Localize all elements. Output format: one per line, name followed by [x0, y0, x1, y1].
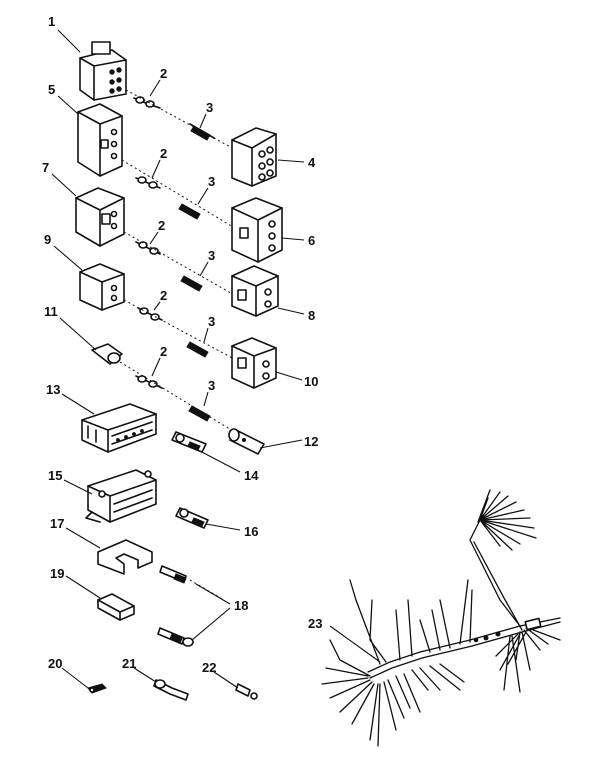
callout-8: 8 — [308, 308, 315, 323]
part-17-bracket — [97, 539, 153, 575]
part-22-ring-terminal — [235, 683, 258, 700]
callout-2: 2 — [160, 288, 167, 303]
callout-3: 3 — [208, 314, 215, 329]
callout-15: 15 — [48, 468, 62, 483]
part-3-socket-row2 — [178, 203, 201, 220]
callout-19: 19 — [50, 566, 64, 581]
callout-2: 2 — [160, 344, 167, 359]
callout-12: 12 — [304, 434, 318, 449]
callout-9: 9 — [44, 232, 51, 247]
part-1-connector — [79, 41, 127, 101]
part-2-pin-row1 — [133, 96, 161, 109]
callout-3: 3 — [208, 378, 215, 393]
callout-13: 13 — [46, 382, 60, 397]
assembly-line-row4 — [123, 299, 237, 361]
part-9-connector — [79, 263, 125, 311]
callout-5: 5 — [48, 82, 55, 97]
callout-23: 23 — [308, 616, 322, 631]
callout-2: 2 — [158, 218, 165, 233]
callout-18: 18 — [234, 598, 248, 613]
part-6-connector — [231, 197, 283, 263]
callout-3: 3 — [208, 248, 215, 263]
part-16-terminal — [175, 507, 209, 529]
callout-4: 4 — [308, 155, 316, 170]
part-23-wiring-harness — [321, 489, 561, 747]
callout-21: 21 — [122, 656, 136, 671]
part-2-pin-row5 — [135, 375, 163, 389]
assembly-line-row2 — [121, 159, 239, 231]
callout-1: 1 — [48, 14, 55, 29]
callout-20: 20 — [48, 656, 62, 671]
assembly-line-row5 — [119, 361, 239, 435]
part-3-socket-row5 — [188, 405, 211, 422]
part-7-connector — [75, 187, 125, 247]
callout-16: 16 — [244, 524, 258, 539]
assembly-line-18 — [189, 579, 225, 601]
leader-lines — [51, 29, 381, 689]
part-4-connector — [231, 127, 277, 187]
callout-17: 17 — [50, 516, 64, 531]
callout-3: 3 — [208, 174, 215, 189]
part-15-terminal-block — [85, 469, 157, 523]
part-3-socket-row3 — [180, 275, 203, 292]
part-2-pin-row3 — [135, 241, 161, 255]
part-10-connector — [231, 337, 277, 389]
callout-2: 2 — [160, 66, 167, 81]
part-11-housing — [91, 343, 123, 365]
callouts: 1 2 3 4 5 2 3 6 7 2 3 8 9 2 3 10 11 2 3 … — [42, 14, 322, 675]
part-14-terminal — [171, 431, 207, 453]
part-13-terminal-block — [81, 403, 157, 453]
callout-6: 6 — [308, 233, 315, 248]
callout-14: 14 — [244, 468, 259, 483]
part-19-sleeve — [97, 593, 135, 621]
part-20-clip — [87, 683, 107, 694]
part-5-connector — [77, 103, 123, 177]
callout-3: 3 — [206, 100, 213, 115]
assembly-line-row1 — [125, 89, 237, 151]
callout-11: 11 — [44, 304, 58, 319]
part-12-tube — [228, 428, 265, 455]
part-18-terminal-lower — [157, 627, 194, 647]
callout-22: 22 — [202, 660, 216, 675]
callout-7: 7 — [42, 160, 49, 175]
part-2-pin-row2 — [135, 176, 161, 189]
callout-2: 2 — [160, 146, 167, 161]
part-18-terminal-upper — [159, 565, 187, 584]
assembly-line-row3 — [123, 231, 237, 297]
callout-10: 10 — [304, 374, 318, 389]
part-8-connector — [231, 265, 279, 317]
part-3-socket-row4 — [186, 341, 209, 358]
part-21-spade-terminal — [153, 679, 189, 701]
